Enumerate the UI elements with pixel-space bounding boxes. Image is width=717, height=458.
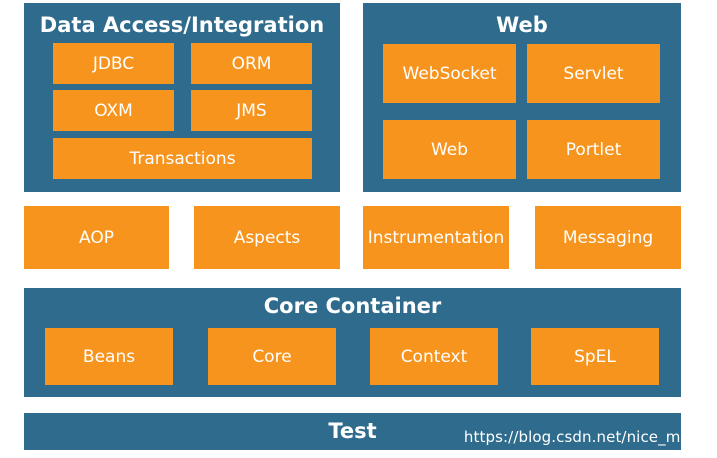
context-box: Context [370, 328, 498, 385]
data-access-integration-title: Data Access/Integration [39, 13, 325, 37]
portlet-box: Portlet [527, 120, 660, 179]
orm-box: ORM [191, 43, 312, 84]
watermark: https://blog.csdn.net/nice_meng [463, 428, 709, 446]
transactions-box: Transactions [53, 138, 312, 179]
web-box: Web [383, 120, 516, 179]
servlet-box: Servlet [527, 44, 660, 103]
beans-box: Beans [45, 328, 173, 385]
test-title: Test [328, 419, 377, 443]
test-panel: Test [24, 413, 681, 450]
spel-box: SpEL [531, 328, 659, 385]
instrumentation-box: Instrumentation [363, 206, 509, 269]
web-title: Web [496, 13, 548, 37]
jms-box: JMS [191, 90, 312, 131]
websocket-box: WebSocket [383, 44, 516, 103]
oxm-box: OXM [53, 90, 174, 131]
data-access-integration-panel: Data Access/Integration JDBC ORM OXM JMS… [24, 3, 340, 192]
messaging-box: Messaging [535, 206, 681, 269]
core-container-title: Core Container [263, 294, 442, 318]
core-box: Core [208, 328, 336, 385]
jdbc-box: JDBC [53, 43, 174, 84]
web-panel: Web WebSocket Servlet Web Portlet [363, 3, 681, 192]
aop-box: AOP [24, 206, 169, 269]
core-container-panel: Core Container Beans Core Context SpEL [24, 288, 681, 397]
aspects-box: Aspects [194, 206, 340, 269]
